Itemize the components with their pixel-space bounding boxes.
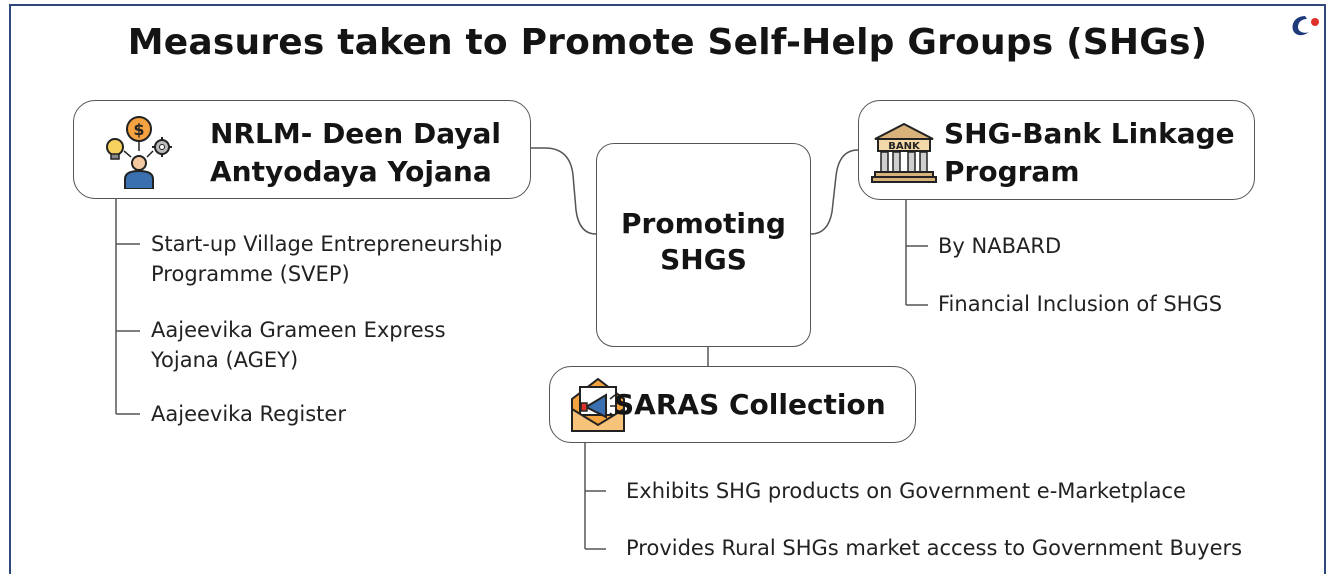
nrlm-item-svep-line2: Programme (SVEP)	[151, 262, 350, 286]
saras-item-market-access: Provides Rural SHGs market access to Gov…	[626, 536, 1243, 560]
page-frame	[9, 4, 1326, 574]
nrlm-box: $ NRLM- Deen Dayal Antyodaya Yojana	[73, 100, 531, 199]
center-box: Promoting SHGS	[596, 143, 811, 347]
saras-item-gem: Exhibits SHG products on Government e-Ma…	[626, 479, 1186, 503]
nrlm-item-register: Aajeevika Register	[151, 399, 346, 429]
bank-title-line1: SHG-Bank Linkage	[944, 117, 1235, 150]
page-title: Measures taken to Promote Self-Help Grou…	[127, 22, 1208, 63]
saras-box: SARAS Collection	[549, 366, 916, 443]
nrlm-title: NRLM- Deen Dayal Antyodaya Yojana	[210, 115, 501, 191]
nrlm-item-register-line1: Aajeevika Register	[151, 402, 346, 426]
nrlm-title-line1: NRLM- Deen Dayal	[210, 117, 501, 150]
center-title-line2: SHGS	[660, 243, 747, 276]
nrlm-item-agey-line2: Yojana (AGEY)	[151, 348, 299, 372]
saras-title: SARAS Collection	[614, 388, 886, 421]
brand-logo-icon	[1292, 16, 1319, 36]
bank-building-icon: BANK	[871, 122, 937, 183]
bank-title-line2: Program	[944, 155, 1080, 188]
nrlm-item-svep-line1: Start-up Village Entrepreneurship	[151, 232, 503, 256]
nrlm-item-agey: Aajeevika Grameen Express Yojana (AGEY)	[151, 315, 446, 375]
nrlm-title-line2: Antyodaya Yojana	[210, 155, 492, 188]
bank-item-nabard: By NABARD	[938, 234, 1062, 258]
svg-text:$: $	[133, 120, 144, 139]
idea-person-icon: $	[106, 116, 172, 189]
center-title: Promoting SHGS	[597, 206, 810, 278]
bank-item-financial-inclusion: Financial Inclusion of SHGS	[938, 292, 1223, 316]
megaphone-envelope-icon	[571, 377, 625, 432]
nrlm-item-agey-line1: Aajeevika Grameen Express	[151, 318, 446, 342]
bank-box: BANK SHG-Bank Linkage Program	[858, 100, 1255, 200]
bank-sign-text: BANK	[888, 141, 921, 152]
center-title-line1: Promoting	[621, 207, 786, 240]
nrlm-item-svep: Start-up Village Entrepreneurship Progra…	[151, 229, 502, 289]
bank-title: SHG-Bank Linkage Program	[944, 115, 1235, 191]
